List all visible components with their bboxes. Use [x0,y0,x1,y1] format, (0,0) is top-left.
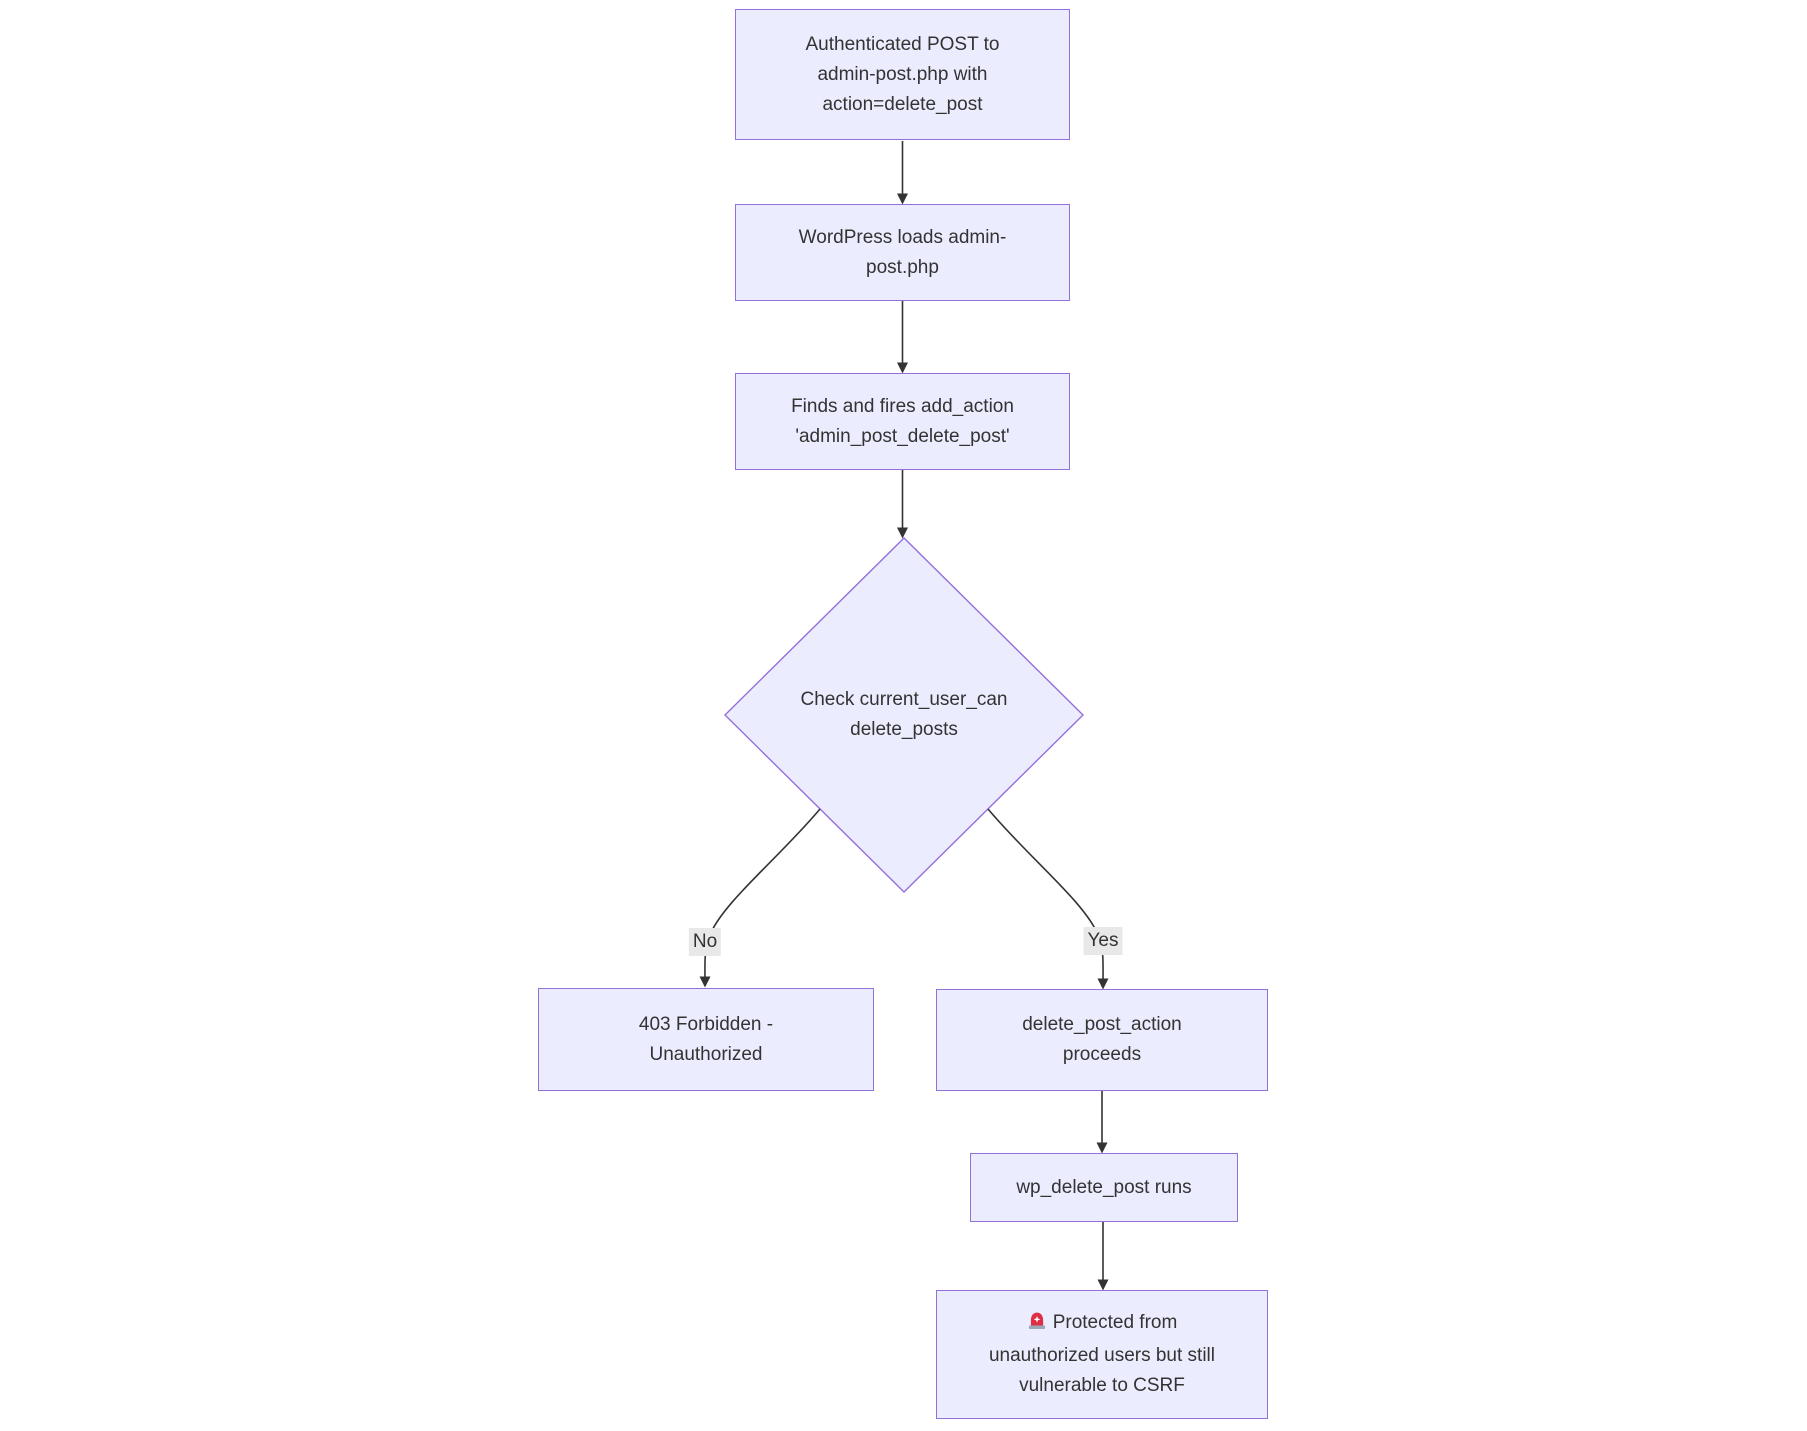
node-delete-post-action-proceeds: delete_post_action proceeds [936,989,1268,1091]
node-authenticated-post-label: Authenticated POST to admin-post.php wit… [805,33,1000,115]
edge-decision-yes [987,808,1109,990]
node-check-capability: Check current_user_can delete_posts [744,655,1064,775]
node-wp-delete-post-runs-label: wp_delete_post runs [1016,1176,1192,1198]
edge-label-no: No [688,928,722,956]
node-wp-delete-post-runs: wp_delete_post runs [970,1153,1238,1222]
node-fires-add-action: Finds and fires add_action 'admin_post_d… [735,373,1070,470]
edge-decision-no [699,808,821,988]
node-delete-post-action-proceeds-label: delete_post_action proceeds [1022,1014,1182,1065]
decision-diamond-shape [724,537,1084,893]
node-authenticated-post: Authenticated POST to admin-post.php wit… [735,9,1070,140]
node-csrf-warning: Protected from unauthorized users but st… [936,1290,1268,1419]
node-fires-add-action-label: Finds and fires add_action 'admin_post_d… [791,395,1014,447]
police-light-icon [1027,1311,1047,1341]
node-403-forbidden: 403 Forbidden - Unauthorized [538,988,874,1091]
edge-label-yes: Yes [1083,927,1123,955]
node-wordpress-loads: WordPress loads admin- post.php [735,204,1070,301]
node-403-forbidden-label: 403 Forbidden - Unauthorized [638,1013,774,1065]
node-csrf-warning-text: Protected from unauthorized users but st… [988,1312,1215,1396]
node-check-capability-label: Check current_user_can delete_posts [800,689,1008,740]
node-wordpress-loads-label: WordPress loads admin- post.php [798,226,1007,278]
node-csrf-warning-label: Protected from unauthorized users but st… [989,1308,1215,1401]
